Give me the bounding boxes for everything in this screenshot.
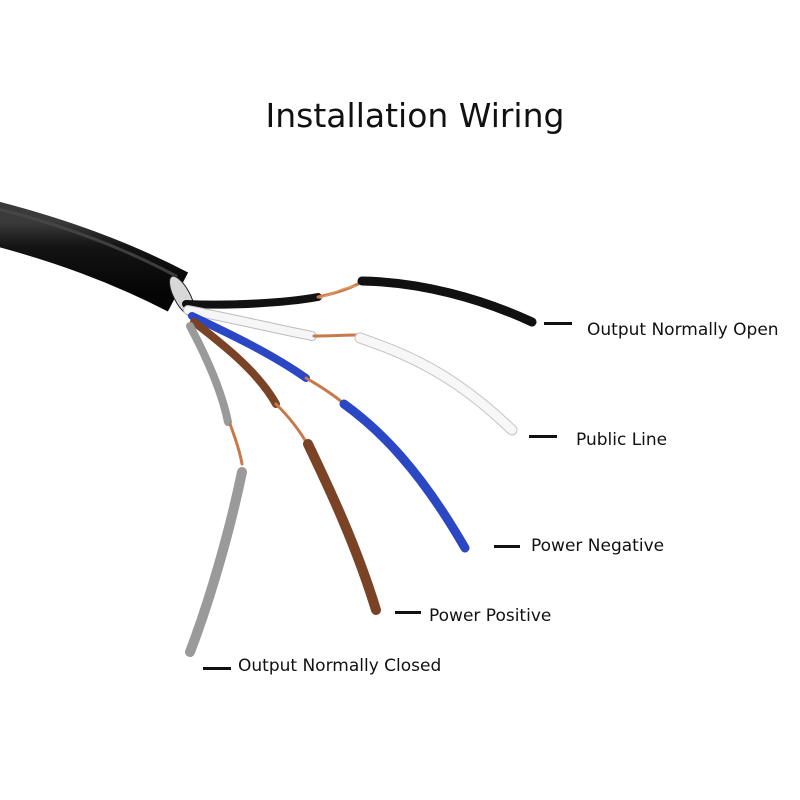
label-power-positive: Power Positive <box>429 606 552 626</box>
wire-brown <box>190 318 381 615</box>
label-dash <box>395 611 421 614</box>
wire-gray <box>185 322 247 657</box>
cable-sheath-highlight <box>0 207 178 278</box>
wire-white <box>183 305 518 436</box>
page-title: Installation Wiring <box>265 96 565 135</box>
label-power-negative: Power Negative <box>531 536 665 556</box>
label-dash <box>494 545 520 548</box>
label-dash <box>529 435 557 438</box>
label-dash <box>203 667 231 670</box>
label-dash <box>544 322 572 325</box>
wire-blue <box>188 312 470 553</box>
label-public-line: Public Line <box>576 430 668 450</box>
label-output-normally-closed: Output Normally Closed <box>238 656 442 676</box>
wire-black <box>182 276 537 327</box>
cable-sheath <box>0 201 189 312</box>
label-output-normally-open: Output Normally Open <box>587 320 779 340</box>
